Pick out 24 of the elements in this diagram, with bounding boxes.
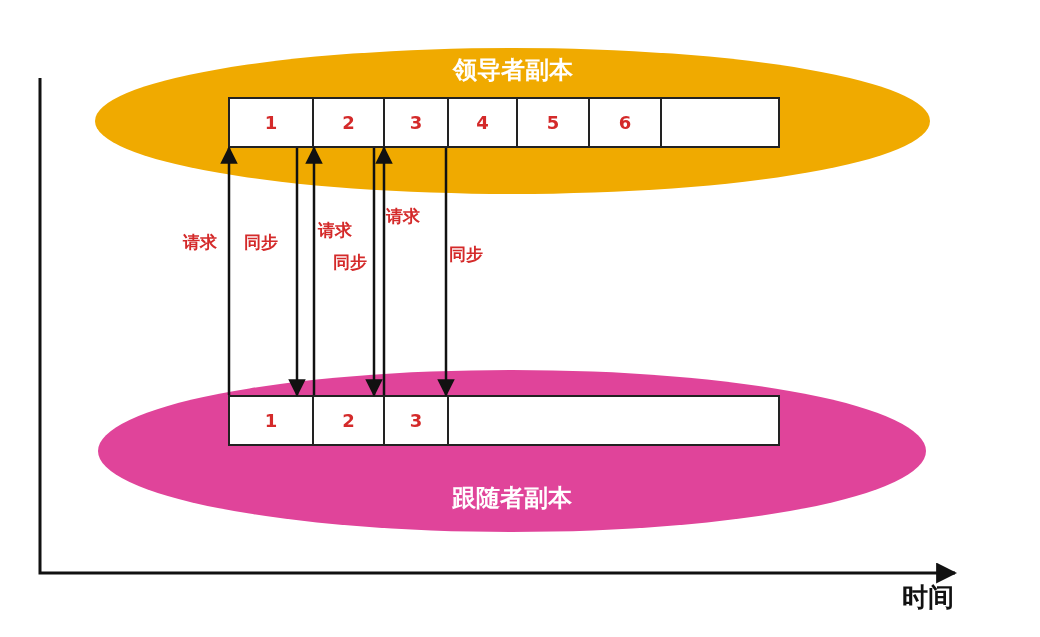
arrow (375, 146, 393, 395)
arrow (437, 148, 455, 397)
arrow (365, 148, 383, 397)
log-entry-cell: 2 (312, 395, 385, 446)
log-entry-cell: 3 (383, 97, 449, 148)
log-entry-cell: 6 (588, 97, 662, 148)
replica-title: 跟随者副本 (451, 483, 573, 514)
edge-label: 请求 (183, 230, 217, 254)
arrow (220, 146, 238, 395)
edge-label: 请求 (386, 204, 420, 228)
edge-label: 同步 (333, 250, 367, 274)
replica-title: 领导者副本 (451, 55, 574, 86)
arrow (288, 148, 306, 397)
edge-label: 同步 (449, 242, 483, 266)
log-entry-cell: 3 (383, 395, 449, 446)
edge-label: 同步 (244, 230, 278, 254)
edge-label: 请求 (318, 218, 352, 242)
log-entry-cell: 1 (228, 97, 314, 148)
log-entry-cell: 5 (516, 97, 590, 148)
log-entry-cell: 2 (312, 97, 385, 148)
arrow (305, 146, 323, 395)
log-entry-cell: 1 (228, 395, 314, 446)
log-entry-cell: 4 (447, 97, 518, 148)
axis-label: 时间 (902, 581, 954, 614)
